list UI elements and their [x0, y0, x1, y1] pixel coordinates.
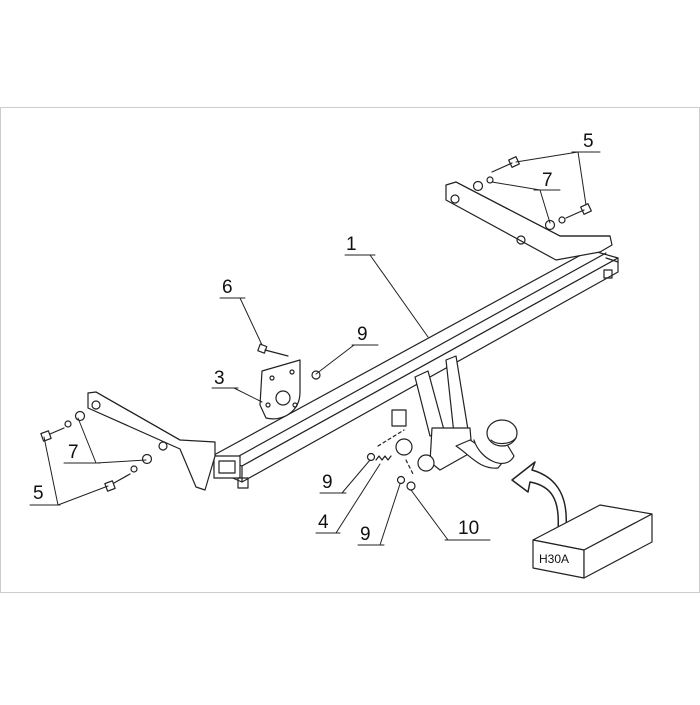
callout-4: 4 — [318, 512, 329, 533]
model-box-label: H30A — [539, 552, 569, 566]
model-box — [532, 504, 653, 579]
callout-1: 1 — [346, 234, 357, 255]
callout-6: 6 — [222, 277, 233, 298]
callout-9-lower: 9 — [360, 524, 371, 545]
callout-5-left: 5 — [33, 483, 44, 504]
main-crossbar — [213, 249, 619, 489]
socket-plate — [259, 359, 301, 420]
callout-7-right: 7 — [542, 170, 553, 191]
leader-lines — [29, 151, 601, 546]
bolt-part-6 — [257, 343, 289, 357]
callout-5-right: 5 — [583, 131, 594, 152]
callout-9-middle: 9 — [322, 472, 333, 493]
callout-10: 10 — [458, 518, 479, 539]
callout-3: 3 — [214, 368, 225, 389]
tow-arm-and-ball — [377, 355, 518, 477]
callout-7-left: 7 — [68, 442, 79, 463]
left-side-bracket — [87, 391, 216, 491]
curved-arrow — [511, 461, 568, 531]
callout-9-upper: 9 — [357, 324, 368, 345]
left-fasteners — [40, 410, 153, 492]
right-side-bracket — [445, 181, 613, 261]
right-fasteners — [472, 156, 592, 231]
